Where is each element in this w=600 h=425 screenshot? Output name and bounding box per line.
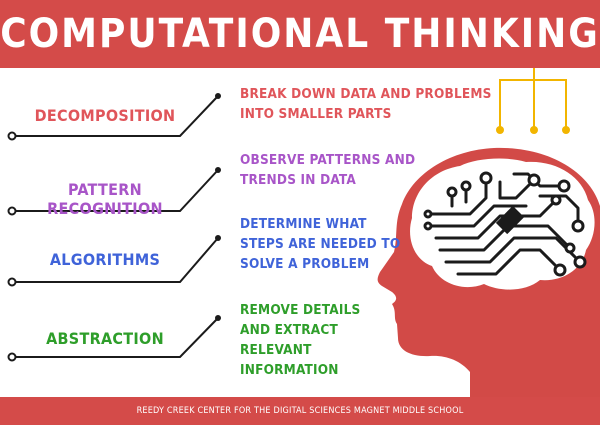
description-line: TRENDS IN DATA (240, 172, 356, 188)
circuit-chip (495, 205, 525, 235)
concept-term: ABSTRACTION (46, 329, 164, 348)
connector-wires-icon (499, 68, 567, 128)
title-banner: COMPUTATIONAL THINKING (0, 0, 600, 68)
connector-lines (12, 95, 219, 358)
description-line: BREAK DOWN DATA AND PROBLEMS (240, 86, 492, 102)
description-line: RELEVANT (240, 342, 312, 358)
description-pattern-recognition: OBSERVE PATTERNS AND TRENDS IN DATA (240, 150, 415, 190)
description-line: INFORMATION (240, 362, 339, 378)
circuit-nodes (423, 171, 587, 277)
concept-algorithms: ALGORITHMS (10, 250, 200, 269)
concept-term: PATTERN RECOGNITION (47, 180, 163, 218)
footer-text: REEDY CREEK CENTER FOR THE DIGITAL SCIEN… (136, 406, 464, 416)
description-abstraction: REMOVE DETAILS AND EXTRACT RELEVANT INFO… (240, 300, 360, 380)
description-decomposition: BREAK DOWN DATA AND PROBLEMS INTO SMALLE… (240, 84, 492, 124)
connector-algorithms (12, 237, 219, 283)
connector-pattern (12, 169, 219, 212)
description-line: SOLVE A PROBLEM (240, 256, 370, 272)
description-line: AND EXTRACT (240, 322, 338, 338)
footer-banner: REEDY CREEK CENTER FOR THE DIGITAL SCIEN… (0, 397, 600, 425)
description-algorithms: DETERMINE WHAT STEPS ARE NEEDED TO SOLVE… (240, 214, 400, 274)
concept-decomposition: DECOMPOSITION (10, 106, 200, 125)
concept-term: DECOMPOSITION (34, 106, 176, 125)
concept-abstraction: ABSTRACTION (10, 329, 200, 348)
page-title: COMPUTATIONAL THINKING (0, 11, 600, 57)
connector-decomposition (12, 95, 219, 137)
description-line: OBSERVE PATTERNS AND (240, 152, 416, 168)
description-line: STEPS ARE NEEDED TO (240, 236, 401, 252)
concept-term: ALGORITHMS (49, 250, 161, 269)
circuit-brain-icon (428, 172, 580, 276)
connector-abstraction (12, 317, 219, 358)
description-line: REMOVE DETAILS (240, 302, 361, 318)
concept-pattern-recognition: PATTERN RECOGNITION (10, 180, 200, 218)
description-line: DETERMINE WHAT (240, 216, 367, 232)
description-line: INTO SMALLER PARTS (240, 106, 392, 122)
connector-dots (7, 131, 17, 362)
